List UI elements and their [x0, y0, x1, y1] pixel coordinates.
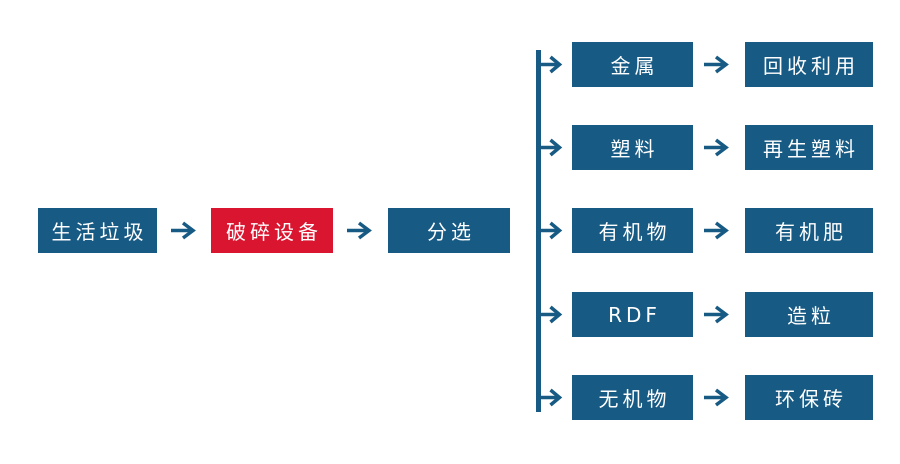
branch-arrow-icon: [539, 221, 563, 240]
branch-row-organic: 有机物 有机肥: [0, 208, 900, 253]
node-shredding-equipment: 破碎设备: [211, 208, 333, 253]
arrow-right-icon: [704, 55, 729, 74]
node-metal: 金属: [572, 42, 693, 87]
node-recycling: 回收利用: [745, 42, 873, 87]
node-organic-fertilizer: 有机肥: [745, 208, 873, 253]
branch-arrow-icon: [539, 55, 563, 74]
node-household-waste: 生活垃圾: [38, 208, 157, 253]
branch-connector-line: [536, 50, 541, 412]
node-recycled-plastic: 再生塑料: [745, 125, 873, 170]
branch-arrow-icon: [539, 305, 563, 324]
branch-arrow-icon: [539, 138, 563, 157]
branch-arrow-icon: [539, 388, 563, 407]
node-eco-brick: 环保砖: [745, 375, 873, 420]
node-organic-matter: 有机物: [572, 208, 693, 253]
arrow-right-icon: [171, 221, 196, 240]
node-rdf: RDF: [572, 292, 693, 337]
branch-row-plastic: 塑料 再生塑料: [0, 125, 900, 170]
branch-row-rdf: RDF 造粒: [0, 292, 900, 337]
branch-row-metal: 金属 回收利用: [0, 42, 900, 87]
node-sorting: 分选: [388, 208, 510, 253]
arrow-right-icon: [704, 221, 729, 240]
arrow-right-icon: [704, 305, 729, 324]
node-plastic: 塑料: [572, 125, 693, 170]
node-inorganic-matter: 无机物: [572, 375, 693, 420]
arrow-right-icon: [704, 388, 729, 407]
node-granulation: 造粒: [745, 292, 873, 337]
branch-row-inorganic: 无机物 环保砖: [0, 375, 900, 420]
arrow-right-icon: [704, 138, 729, 157]
arrow-right-icon: [347, 221, 372, 240]
